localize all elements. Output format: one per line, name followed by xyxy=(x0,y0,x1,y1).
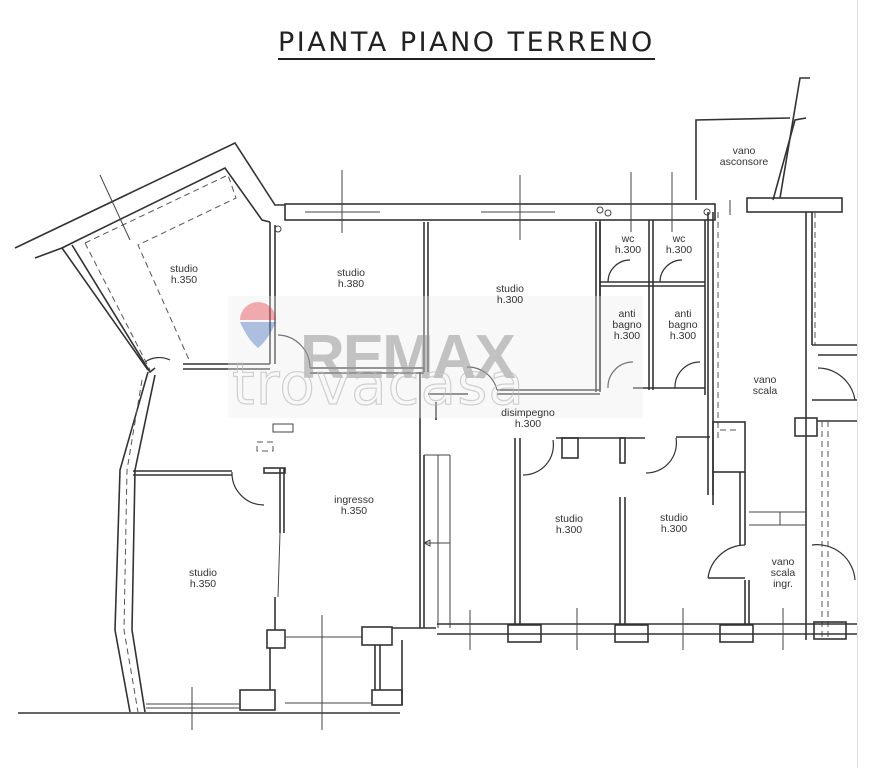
watermark-remax: REMAX xyxy=(300,323,516,392)
walls-elevator-stair xyxy=(695,77,857,640)
walls-lower-studios xyxy=(435,402,857,650)
walls-bathrooms xyxy=(599,172,706,395)
right-margin-line xyxy=(857,0,858,768)
plan-title: PIANTA PIANO TERRENO xyxy=(278,27,655,60)
walls-ingresso xyxy=(285,372,451,730)
walls-top-left-room xyxy=(14,141,285,374)
watermark-trovacasa: trovacasa xyxy=(231,349,525,418)
walls-studio-380 xyxy=(277,170,429,374)
walls-studio-350-bottom xyxy=(133,423,294,730)
remax-balloon-icon xyxy=(240,302,276,348)
watermark-band xyxy=(228,296,643,418)
walls-top-middle xyxy=(274,203,716,233)
walls-left-outer xyxy=(18,371,400,714)
